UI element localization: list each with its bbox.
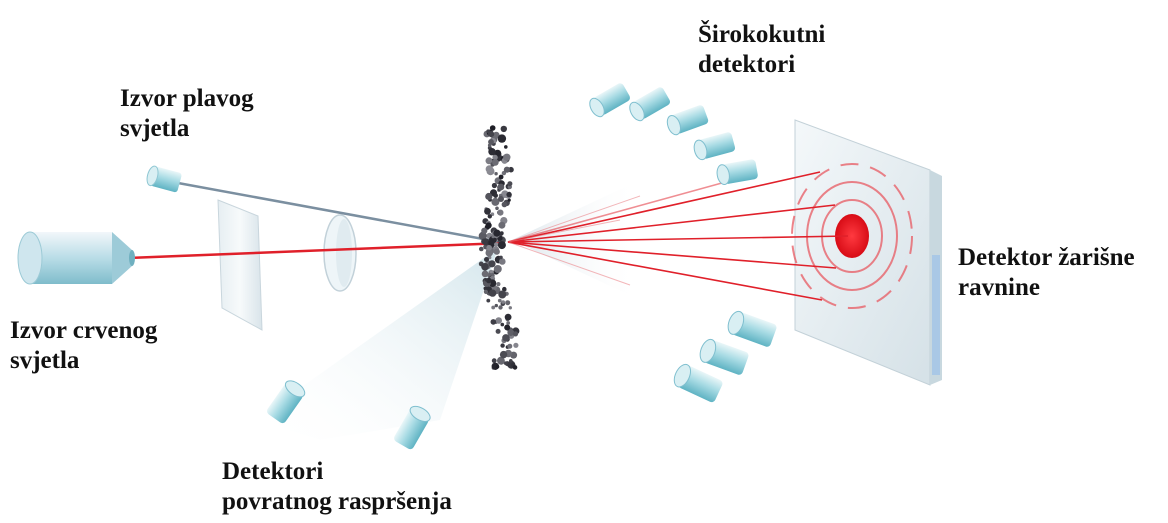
- particle: [506, 192, 511, 197]
- particle: [485, 193, 492, 200]
- particle: [481, 263, 489, 271]
- lower-detector: [725, 309, 777, 348]
- particle: [493, 193, 498, 198]
- particle: [484, 257, 489, 262]
- particle: [494, 265, 502, 273]
- wide-angle-detector: [587, 82, 632, 119]
- particle: [486, 299, 490, 303]
- wide-angle-detector: [665, 104, 709, 136]
- particle: [505, 300, 510, 305]
- particle: [494, 242, 499, 247]
- particle: [491, 319, 497, 325]
- particle: [488, 148, 495, 155]
- particle: [496, 365, 500, 369]
- particle: [489, 289, 496, 296]
- particle: [479, 247, 484, 252]
- particle: [491, 306, 495, 310]
- particle: [488, 131, 494, 137]
- focal-plane-detector-label: Detektor žarišne ravnine: [958, 243, 1135, 303]
- red-light-beam: [128, 243, 505, 258]
- particle: [498, 299, 502, 303]
- wide-angle-detector: [627, 86, 672, 123]
- particle: [498, 196, 504, 202]
- particle: [513, 331, 518, 336]
- wide-angle-detector: [692, 131, 736, 161]
- particle: [513, 343, 518, 348]
- particle: [506, 321, 510, 325]
- wide-angle-detectors: [587, 82, 759, 186]
- particle: [498, 134, 506, 142]
- particle: [484, 208, 491, 215]
- particle: [490, 270, 494, 274]
- particle: [495, 207, 499, 211]
- wide-angle-detectors-label: Širokokutni detektori: [698, 20, 825, 80]
- particle: [492, 183, 497, 188]
- lower-detector: [671, 362, 724, 404]
- particle: [503, 154, 510, 161]
- lower-detector: [697, 337, 749, 376]
- particle: [495, 317, 502, 324]
- particle: [504, 145, 508, 149]
- particle: [494, 249, 500, 255]
- particle: [500, 343, 504, 347]
- particle: [501, 323, 505, 327]
- particle: [502, 334, 509, 341]
- lower-detectors: [671, 309, 778, 403]
- particle: [496, 282, 500, 286]
- focal-plane-detector: [792, 120, 942, 385]
- particle: [509, 359, 513, 363]
- particle: [502, 202, 508, 208]
- particle: [499, 256, 503, 260]
- particle: [499, 175, 504, 180]
- particle: [496, 329, 501, 334]
- particle: [494, 172, 497, 175]
- beam-splitter-plate: [218, 200, 262, 330]
- particle: [508, 199, 511, 202]
- particle: [505, 314, 512, 321]
- particle: [486, 222, 492, 228]
- particle: [495, 304, 498, 307]
- blue-source-label: Izvor plavog svjetla: [120, 84, 254, 144]
- particle: [499, 258, 506, 265]
- particle: [498, 222, 505, 229]
- particle: [501, 300, 505, 304]
- particle: [500, 351, 507, 358]
- particle: [498, 291, 506, 299]
- lens: [324, 215, 356, 291]
- particle: [486, 245, 492, 251]
- particle: [497, 210, 503, 216]
- particle: [492, 358, 497, 363]
- particle: [498, 184, 505, 191]
- particle: [488, 144, 492, 148]
- particle: [498, 241, 506, 249]
- particle: [500, 231, 504, 235]
- blue-light-source: [145, 165, 182, 193]
- particle: [507, 344, 512, 349]
- particle: [509, 306, 512, 309]
- particle: [507, 181, 512, 186]
- particle: [498, 305, 502, 309]
- particle: [488, 260, 495, 267]
- particle: [488, 214, 492, 218]
- red-light-source: [18, 232, 135, 284]
- particle: [501, 126, 507, 132]
- particle: [481, 228, 487, 234]
- particle: [493, 230, 500, 237]
- particle-sample: [479, 125, 520, 370]
- particle: [513, 365, 518, 370]
- particle: [485, 278, 488, 281]
- particle: [484, 290, 488, 294]
- particle: [484, 287, 487, 290]
- particle: [504, 167, 510, 173]
- particle: [492, 159, 499, 166]
- wide-angle-detector: [716, 159, 759, 186]
- backscatter-detectors-label: Detektori povratnog raspršenja: [222, 457, 452, 517]
- particle: [482, 271, 489, 278]
- red-source-label: Izvor crvenog svjetla: [10, 316, 157, 376]
